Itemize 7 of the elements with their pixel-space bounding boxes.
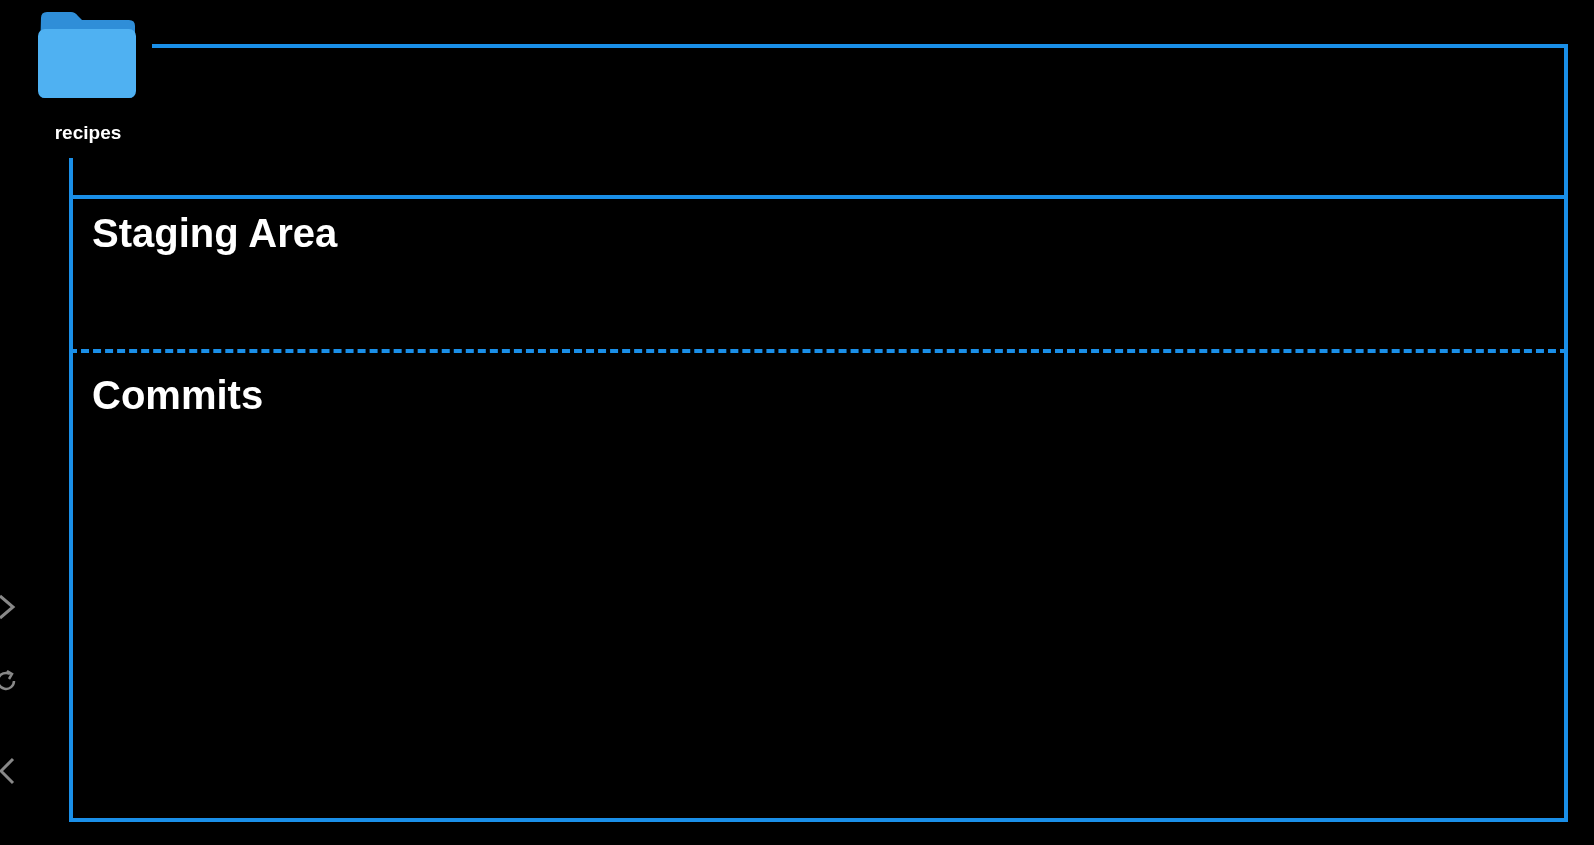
folder-label: recipes — [54, 122, 122, 144]
section-heading: Commits — [92, 373, 264, 418]
section-band — [69, 349, 1568, 822]
section-band — [69, 195, 1568, 351]
section-heading: Staging Area — [92, 211, 338, 256]
folder-node — [37, 12, 139, 146]
connector-line — [69, 158, 73, 195]
